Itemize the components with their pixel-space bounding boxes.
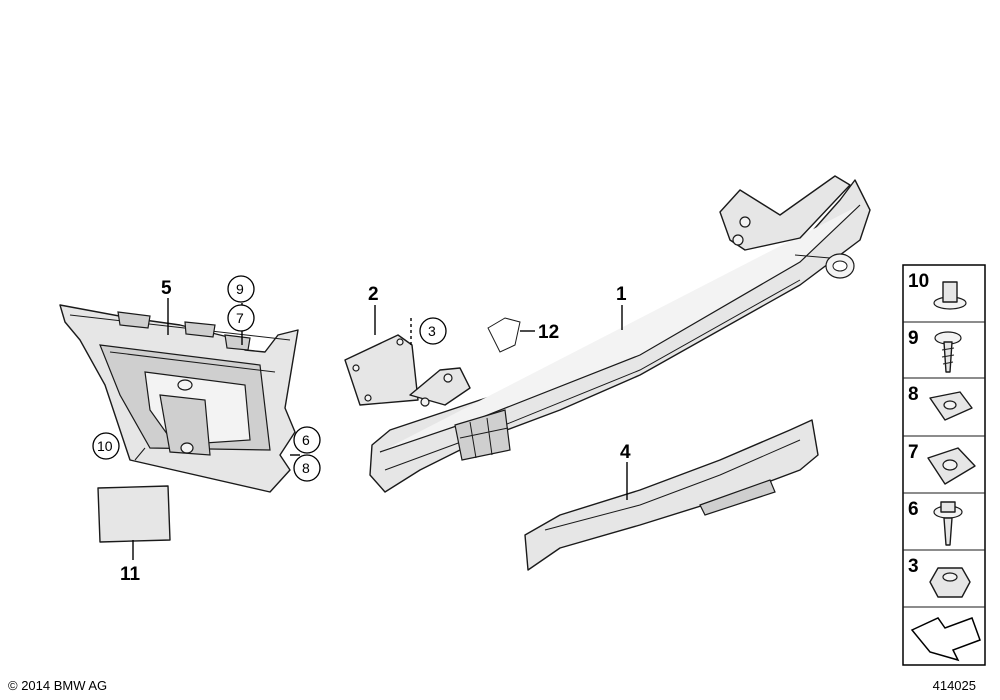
callout-4: 4 bbox=[620, 442, 631, 463]
fastener-8-icon bbox=[929, 391, 973, 421]
legend-num-7: 7 bbox=[908, 442, 919, 463]
seal-part-12 bbox=[487, 317, 521, 353]
copyright-text: © 2014 BMW AG bbox=[8, 678, 108, 693]
plate-part-2 bbox=[344, 334, 419, 406]
diagram-id: 414025 bbox=[932, 678, 976, 693]
callout-2: 2 bbox=[368, 284, 379, 305]
callout-11: 11 bbox=[120, 564, 141, 585]
callout-7: 7 bbox=[236, 310, 244, 326]
callout-1: 1 bbox=[616, 284, 627, 305]
pad-part-11 bbox=[97, 485, 171, 543]
callout-8: 8 bbox=[302, 460, 310, 476]
fastener-10-icon bbox=[933, 281, 967, 310]
legend-num-6: 6 bbox=[908, 499, 919, 520]
fastener-6-icon bbox=[933, 501, 963, 546]
legend-num-3: 3 bbox=[908, 556, 919, 577]
legend-num-8: 8 bbox=[908, 384, 919, 405]
bumper-carrier-part-1 bbox=[369, 175, 871, 493]
legend-num-10: 10 bbox=[908, 271, 929, 292]
callout-5: 5 bbox=[161, 278, 172, 299]
direction-arrow-icon bbox=[910, 617, 981, 662]
bracket-part-5 bbox=[59, 304, 299, 493]
callouts: 1 2 4 5 11 12 3 9 7 10 6 8 bbox=[92, 275, 631, 585]
callout-10: 10 bbox=[97, 438, 113, 454]
fastener-9-icon bbox=[934, 331, 962, 373]
fastener-3-icon bbox=[929, 567, 971, 598]
callout-9: 9 bbox=[236, 281, 244, 297]
absorber-part-4 bbox=[524, 419, 819, 571]
fastener-legend: 10 9 8 7 6 3 bbox=[902, 264, 986, 666]
fastener-7-icon bbox=[927, 447, 976, 485]
legend-num-9: 9 bbox=[908, 328, 919, 349]
callout-6: 6 bbox=[302, 432, 310, 448]
callout-3: 3 bbox=[428, 323, 436, 339]
callout-12: 12 bbox=[538, 322, 559, 343]
